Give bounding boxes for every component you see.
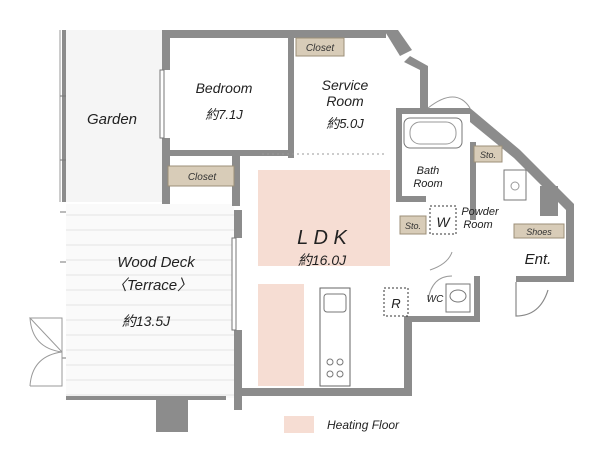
sink-icon xyxy=(503,169,527,201)
closet-top-label: Closet xyxy=(306,43,336,54)
washer-box xyxy=(429,205,457,235)
bath-room-label-1: Bath xyxy=(417,165,440,177)
walls xyxy=(66,30,574,432)
service-room-label-2: Room xyxy=(326,93,364,109)
ldk-area: 約16.0J xyxy=(298,252,347,268)
wood-deck-label: Wood Deck xyxy=(117,254,196,271)
storage-top-box xyxy=(473,145,503,163)
terrace-label: 〈Terrace〉 xyxy=(112,277,192,294)
garden-area xyxy=(59,30,162,202)
service-room-area: 約5.0J xyxy=(326,116,364,131)
service-room-label-1: Service xyxy=(322,77,369,93)
garden-label: Garden xyxy=(87,111,137,128)
toilet-icon xyxy=(445,283,471,313)
bedroom-label: Bedroom xyxy=(196,80,253,96)
fridge-box xyxy=(383,287,409,317)
powder-room-label-1: Powder xyxy=(461,206,500,218)
legend: Heating Floor xyxy=(284,416,400,433)
fridge-label: R xyxy=(391,296,400,311)
legend-label: Heating Floor xyxy=(327,418,400,432)
wc-label: WC xyxy=(427,294,444,305)
closet-top xyxy=(295,37,345,57)
closet-left-label: Closet xyxy=(188,172,218,183)
windows xyxy=(60,69,386,359)
shoes-box xyxy=(513,223,565,239)
heating-zone-kitchen xyxy=(258,284,304,386)
heating-zone-ldk xyxy=(258,170,390,266)
storage-top-label: Sto. xyxy=(480,150,496,160)
washer-label: W xyxy=(436,214,451,230)
powder-room-label-2: Room xyxy=(463,219,492,231)
legend-swatch xyxy=(284,416,314,433)
wood-deck-area: 約13.5J xyxy=(122,313,171,329)
entrance-label: Ent. xyxy=(525,251,552,268)
bathtub-icon xyxy=(403,117,463,149)
closet-left xyxy=(167,165,235,187)
kitchen-counter xyxy=(319,287,351,387)
bath-room-label-2: Room xyxy=(413,178,442,190)
storage-mid-box xyxy=(399,215,427,235)
doors xyxy=(28,96,549,387)
wood-deck-area xyxy=(66,204,234,398)
ldk-label: L D K xyxy=(297,227,348,249)
bedroom-area: 約7.1J xyxy=(205,107,243,122)
shoes-label: Shoes xyxy=(526,227,552,237)
storage-mid-label: Sto. xyxy=(405,221,421,231)
